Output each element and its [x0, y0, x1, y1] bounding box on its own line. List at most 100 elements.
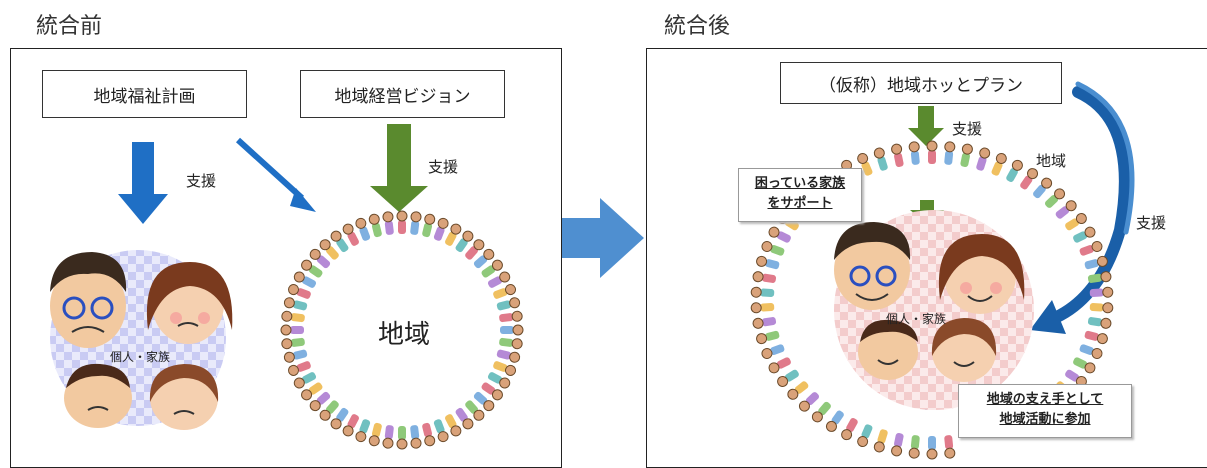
- after-family-group: [834, 210, 1034, 410]
- ring-person-figure: [368, 213, 382, 238]
- ring-person-figure: [857, 424, 873, 448]
- ring-person-figure: [499, 310, 523, 323]
- ring-person-figure: [1079, 344, 1103, 359]
- before-family-group: [50, 250, 233, 430]
- ring-person-figure: [309, 391, 331, 412]
- ring-person-figure: [1084, 255, 1108, 270]
- ring-person-figure: [500, 324, 524, 336]
- ring-person-figure: [433, 217, 449, 241]
- callout-support-family: 困っている家族 をサポート: [738, 168, 862, 222]
- ring-person-figure: [287, 284, 311, 299]
- ring-person-figure: [752, 317, 777, 329]
- ring-person-figure: [319, 239, 339, 260]
- ring-person-figure: [991, 152, 1007, 176]
- ring-person-figure: [487, 271, 511, 288]
- support-label-after-right: 支援: [1136, 214, 1167, 232]
- ring-person-figure: [1073, 226, 1096, 243]
- ring-person-figure: [445, 414, 462, 437]
- ring-person-figure: [481, 382, 503, 401]
- ring-person-figure: [330, 230, 349, 253]
- ring-person-figure: [891, 143, 904, 168]
- ring-person-figure: [287, 361, 311, 376]
- ring-person-figure: [481, 259, 503, 278]
- support-label-before: 支援: [186, 172, 217, 190]
- ring-person-figure: [1089, 302, 1114, 314]
- ring-person-figure: [293, 271, 317, 288]
- ring-person-figure: [496, 297, 521, 311]
- family-label-before: 個人・家族: [110, 350, 171, 364]
- ring-person-figure: [761, 241, 785, 256]
- ring-person-figure: [908, 141, 920, 165]
- ring-person-figure: [382, 211, 394, 235]
- plan-box-after: （仮称）地域ホッとプラン: [780, 62, 1062, 104]
- ring-person-figure: [496, 349, 521, 363]
- ring-person-figure: [301, 382, 323, 401]
- support-label-before-right: 支援: [428, 158, 459, 176]
- ring-person-figure: [493, 284, 517, 299]
- ring-person-figure: [756, 255, 780, 270]
- ring-person-figure: [1044, 188, 1066, 208]
- ring-person-figure: [301, 259, 323, 278]
- ring-person-figure: [960, 143, 973, 168]
- ring-person-figure: [926, 140, 938, 164]
- ring-person-figure: [1089, 286, 1114, 298]
- ring-person-figure: [756, 330, 780, 345]
- ring-person-figure: [281, 337, 305, 350]
- ring-person-figure: [293, 372, 317, 389]
- ring-person-figure: [396, 210, 408, 234]
- before-blue-down-arrow: [118, 142, 168, 224]
- before-title: 統合前: [36, 14, 103, 39]
- ring-person-figure: [761, 344, 785, 359]
- ring-person-figure: [908, 435, 920, 459]
- ring-person-figure: [455, 230, 474, 253]
- callout-community-line2: 地域活動に参加: [999, 412, 1091, 427]
- ring-person-figure: [355, 419, 371, 443]
- ring-person-figure: [1087, 271, 1112, 283]
- ring-person-figure: [319, 400, 339, 421]
- ring-person-figure: [750, 302, 775, 314]
- ring-person-figure: [798, 392, 820, 412]
- after-title: 統合後: [664, 14, 731, 39]
- ring-person-figure: [768, 357, 791, 374]
- ring-person-figure: [1055, 200, 1077, 219]
- ring-person-figure: [283, 297, 308, 311]
- ring-person-figure: [1065, 213, 1087, 231]
- people-ring-icon: [280, 210, 524, 450]
- ring-person-figure: [1020, 168, 1039, 190]
- ring-person-figure: [873, 147, 888, 171]
- callout-community-line1: 地域の支え手として: [986, 392, 1104, 407]
- ring-person-figure: [342, 414, 359, 437]
- ring-person-figure: [422, 422, 436, 447]
- ring-person-figure: [368, 422, 382, 447]
- right-arrow-icon: [562, 198, 644, 278]
- ring-person-figure: [1033, 177, 1053, 199]
- after-curved-support-arrow: [1030, 81, 1135, 334]
- ring-person-figure: [410, 211, 422, 235]
- ring-person-figure: [857, 152, 873, 176]
- ring-person-figure: [330, 407, 349, 430]
- ring-person-figure: [944, 435, 956, 459]
- ring-person-figure: [976, 147, 991, 171]
- ring-person-figure: [768, 226, 791, 243]
- ring-person-figure: [422, 213, 436, 238]
- ring-person-figure: [841, 418, 858, 441]
- ring-person-figure: [280, 324, 304, 336]
- ring-person-figure: [1006, 159, 1023, 182]
- ring-person-figure: [811, 401, 831, 423]
- community-label-after: 地域: [1036, 152, 1067, 170]
- after-green-down-arrow-top: [908, 106, 944, 146]
- community-label-before: 地域: [378, 320, 431, 350]
- family-label-after: 個人・家族: [886, 312, 947, 326]
- ring-person-figure: [281, 310, 305, 323]
- ring-person-figure: [1087, 317, 1112, 329]
- ring-person-figure: [787, 381, 809, 400]
- ring-person-figure: [891, 432, 904, 457]
- ring-person-figure: [382, 425, 394, 449]
- callout-support-family-line2: をサポート: [767, 196, 833, 211]
- ring-person-figure: [1079, 241, 1103, 256]
- before-green-down-arrow: [370, 124, 428, 212]
- ring-person-figure: [396, 426, 408, 450]
- ring-person-figure: [445, 223, 462, 246]
- ring-person-figure: [750, 286, 775, 298]
